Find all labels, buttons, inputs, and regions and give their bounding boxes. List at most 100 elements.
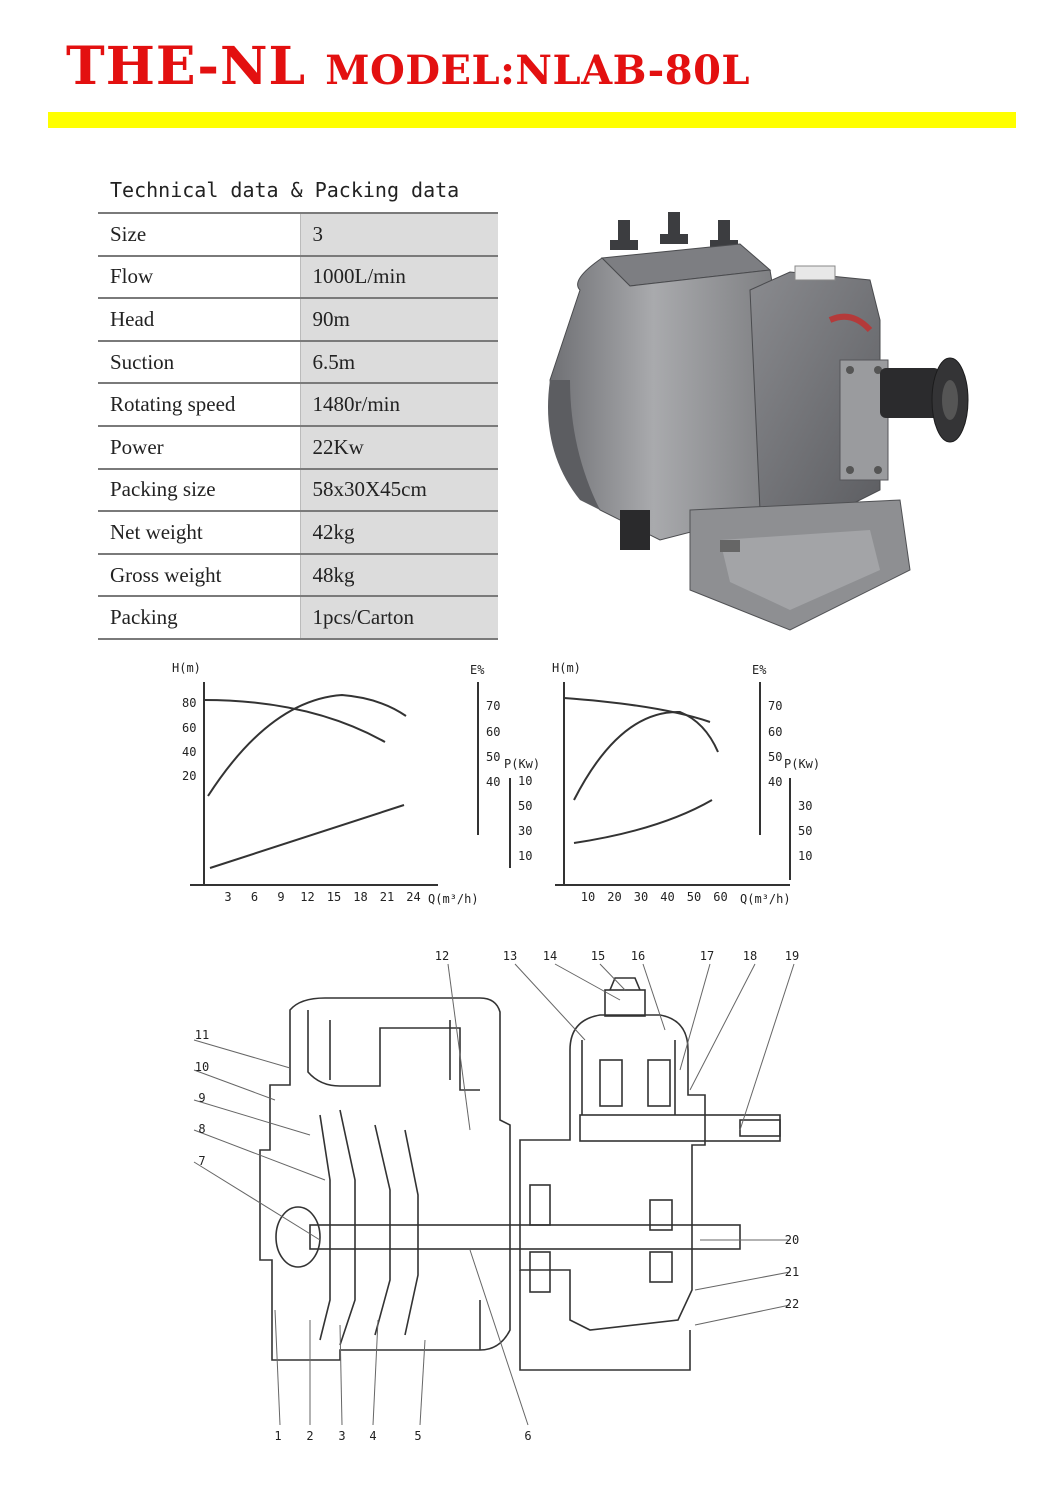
y-tick-label: 40 <box>182 745 196 759</box>
pump-photo <box>548 212 969 631</box>
spec-label: Head <box>98 297 301 341</box>
y-tick-label: 50 <box>486 750 500 764</box>
part-callout: 10 <box>195 1060 209 1074</box>
part-callout: 19 <box>785 949 799 963</box>
y-tick-label: 60 <box>182 721 196 735</box>
y-tick-label: 30 <box>518 824 532 838</box>
spec-label: Size <box>98 212 301 256</box>
part-callout: 6 <box>524 1429 531 1443</box>
y-tick-label: 20 <box>182 769 196 783</box>
part-callout: 14 <box>543 949 557 963</box>
x-tick-label: 50 <box>687 890 701 904</box>
x-axis-label: Q(m³/h) <box>428 892 479 906</box>
part-callout: 3 <box>338 1429 345 1443</box>
spec-value: 1pcs/Carton <box>300 595 498 640</box>
y-tick-label: 60 <box>486 725 500 739</box>
spec-label: Net weight <box>98 510 301 554</box>
y-tick-label: 80 <box>182 696 196 710</box>
y-tick-label: 10 <box>518 849 532 863</box>
part-callout: 18 <box>743 949 757 963</box>
axis-label: P(Kw) <box>504 757 540 771</box>
axis-label: P(Kw) <box>784 757 820 771</box>
x-tick-label: 60 <box>713 890 727 904</box>
y-tick-label: 10 <box>798 849 812 863</box>
x-tick-label: 24 <box>406 890 420 904</box>
x-tick-label: 40 <box>660 890 674 904</box>
x-tick-label: 9 <box>277 890 284 904</box>
axis-label: E% <box>752 663 767 677</box>
spec-value: 58x30X45cm <box>300 467 498 512</box>
part-callout: 17 <box>700 949 714 963</box>
part-callout: 13 <box>503 949 517 963</box>
part-callout: 4 <box>369 1429 376 1443</box>
spec-value: 42kg <box>300 510 498 554</box>
spec-value: 22Kw <box>300 424 498 469</box>
y-tick-label: 40 <box>486 775 500 789</box>
axis-label: H(m) <box>552 661 581 675</box>
part-callout: 22 <box>785 1297 799 1311</box>
table-title: Technical data & Packing data <box>110 178 460 202</box>
y-tick-label: 50 <box>798 824 812 838</box>
spec-label: Power <box>98 424 301 469</box>
brand-name: THE-NL <box>66 36 307 97</box>
part-callout: 12 <box>435 949 449 963</box>
x-tick-label: 21 <box>380 890 394 904</box>
part-callout: 1 <box>274 1429 281 1443</box>
part-callout: 8 <box>198 1122 205 1136</box>
spec-label: Suction <box>98 339 301 384</box>
x-tick-label: 18 <box>353 890 367 904</box>
x-tick-label: 20 <box>607 890 621 904</box>
part-callout: 11 <box>195 1028 209 1042</box>
spec-label: Flow <box>98 254 301 299</box>
spec-value: 6.5m <box>300 339 498 384</box>
x-axis-label: Q(m³/h) <box>740 892 791 906</box>
x-tick-label: 12 <box>300 890 314 904</box>
part-callout: 9 <box>198 1091 205 1105</box>
page-header: THE-NL MODEL:NLAB-80L <box>66 36 750 106</box>
spec-label: Packing size <box>98 467 301 512</box>
spec-value: 3 <box>300 212 498 256</box>
y-tick-label: 10 <box>518 774 532 788</box>
y-tick-label: 40 <box>768 775 782 789</box>
spec-label: Gross weight <box>98 552 301 597</box>
spec-value: 90m <box>300 297 498 341</box>
part-callout: 2 <box>306 1429 313 1443</box>
y-tick-label: 60 <box>768 725 782 739</box>
spec-value: 1480r/min <box>300 382 498 426</box>
axis-label: E% <box>470 663 485 677</box>
spec-label: Rotating speed <box>98 382 301 426</box>
yellow-divider <box>48 112 1016 128</box>
spec-label: Packing <box>98 595 301 640</box>
x-tick-label: 6 <box>251 890 258 904</box>
part-callout: 20 <box>785 1233 799 1247</box>
y-tick-label: 50 <box>768 750 782 764</box>
part-callout: 7 <box>198 1154 205 1168</box>
axis-label: H(m) <box>172 661 201 675</box>
y-tick-label: 30 <box>798 799 812 813</box>
spec-value: 48kg <box>300 552 498 597</box>
part-callout: 21 <box>785 1265 799 1279</box>
part-callout: 15 <box>591 949 605 963</box>
part-callout: 16 <box>631 949 645 963</box>
x-tick-label: 3 <box>224 890 231 904</box>
y-tick-label: 70 <box>768 699 782 713</box>
y-tick-label: 70 <box>486 699 500 713</box>
y-tick-label: 50 <box>518 799 532 813</box>
x-tick-label: 10 <box>581 890 595 904</box>
x-tick-label: 30 <box>634 890 648 904</box>
model-name: MODEL:NLAB-80L <box>325 47 751 94</box>
part-callout: 5 <box>414 1429 421 1443</box>
